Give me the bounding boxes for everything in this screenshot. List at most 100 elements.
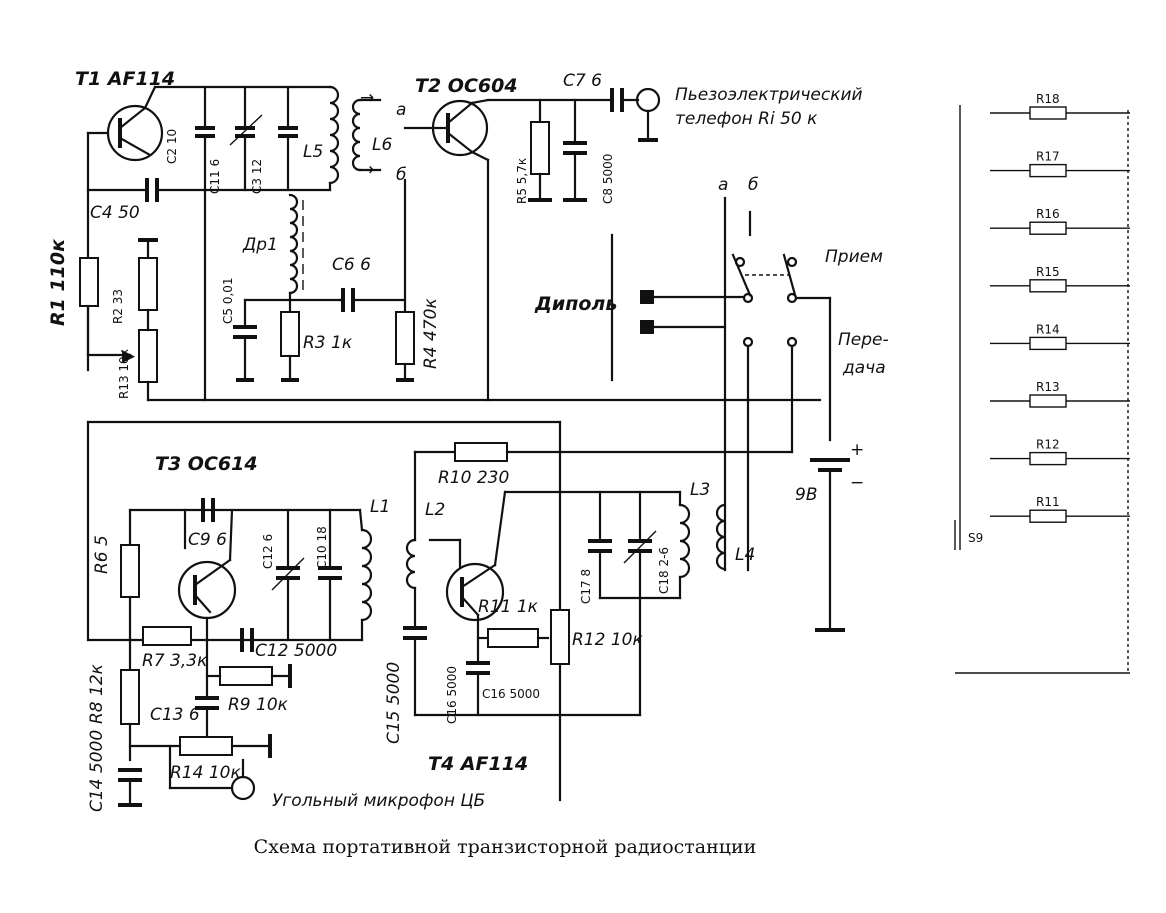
l6-b-label: б (396, 165, 406, 185)
r11-label: R11 1к (478, 597, 539, 617)
switch-section: a б Прием Пере- дача Диполь + − 9В (534, 175, 889, 632)
t3-label: T3 OC614 (155, 453, 258, 475)
r6-label: R6 5 (92, 535, 112, 574)
microphone-icon (230, 775, 256, 801)
svg-text:→: → (360, 88, 374, 108)
c11-label: C11 6 (208, 159, 222, 194)
dipole-label: Диполь (534, 293, 617, 315)
t1-label: T1 AF114 (75, 68, 175, 90)
ladder-resistor-label: R12 (1036, 438, 1060, 452)
r8-resistor (120, 669, 140, 725)
r11-resistor (487, 628, 539, 648)
l6-label: L6 (372, 135, 392, 155)
r9-resistor (219, 666, 273, 686)
c12-label: C12 5000 (255, 641, 337, 661)
transistor-t1-symbol (106, 104, 164, 162)
r10-label: R10 230 (438, 468, 509, 488)
ladder-resistor (1029, 509, 1067, 523)
r8-label: R8 12к (87, 663, 107, 724)
ladder-resistor (1029, 336, 1067, 351)
c18-label: C18 2-6 (657, 547, 671, 594)
r7-resistor (142, 626, 192, 646)
ladder-resistor-label: R13 (1036, 380, 1060, 394)
c8-label: C8 5000 (601, 154, 615, 204)
c13-label: C13 6 (150, 705, 200, 725)
tx-label-1: Пере- (838, 330, 889, 350)
t4-label: T4 AF114 (428, 753, 528, 775)
r1-label: R1 110к (47, 238, 69, 326)
r5-resistor (530, 121, 550, 175)
c15-label: C15 5000 (384, 662, 404, 744)
r4-resistor (395, 311, 415, 365)
ladder-resistor (1029, 451, 1067, 466)
r1-resistor (79, 257, 99, 307)
ladder-resistor-label: R16 (1036, 207, 1060, 221)
battery-label: 9В (795, 485, 817, 505)
c16-label-b: C16 5000 (482, 687, 540, 701)
ladder-resistor (1029, 163, 1067, 178)
battery-minus: − (850, 473, 864, 493)
l5-label: L5 (303, 142, 323, 162)
t3-stage: T3 OC614 R6 5 C9 6 C12 6 C10 18 L1 R (86, 420, 562, 812)
t2-stage: T2 OC604 R5 5,7к C8 5000 C7 6 Пьезоэлект… (403, 71, 863, 402)
r12-resistor (550, 609, 570, 665)
r13-label: R13 10к (117, 349, 131, 399)
r6-resistor (120, 544, 140, 598)
phone-label-2: телефон Ri 50 к (675, 109, 818, 129)
l1-label: L1 (370, 497, 390, 517)
r14-label: R14 10к (170, 763, 241, 783)
l3-label: L3 (690, 480, 710, 500)
ladder-resistor-label: R18 (1036, 92, 1060, 106)
svg-text:→: → (360, 160, 374, 180)
diagram-caption: Схема портативной транзисторной радиоста… (253, 836, 757, 858)
t2-label: T2 OC604 (415, 75, 518, 97)
battery-plus: + (850, 440, 864, 460)
phone-label: Пьезоэлектрический (675, 85, 863, 105)
ladder-resistor (1029, 279, 1067, 293)
switch-a-label: a (718, 175, 728, 195)
c14-label: C14 5000 (87, 730, 107, 812)
ladder-resistor-label: R17 (1036, 150, 1060, 164)
mic-label: Угольный микрофон ЦБ (272, 791, 485, 811)
l2-label: L2 (425, 500, 445, 520)
r12-label: R12 10к (572, 630, 643, 650)
r10-resistor (454, 442, 508, 462)
c16-label-a: C16 5000 (445, 666, 459, 724)
svg-text:▶: ▶ (122, 346, 136, 366)
tx-label-2: дача (842, 358, 886, 378)
ladder-resistor (1029, 394, 1067, 408)
r13-resistor (138, 329, 158, 383)
ladder-resistor (1029, 221, 1067, 235)
c4-label: C4 50 (90, 203, 140, 223)
c3-label: C3 12 (250, 159, 264, 194)
phone-icon (635, 87, 661, 113)
r2-resistor (138, 257, 158, 311)
c17-label: C17 8 (579, 569, 593, 604)
ladder-resistor (1029, 106, 1067, 120)
dr1-label: Др1 (242, 235, 278, 255)
l4-label: L4 (735, 545, 755, 565)
c11-label-2: C12 6 (261, 534, 275, 569)
switch-s9-label: S9 (968, 531, 983, 545)
t1-stage: T1 AF114 → → a б L6 L5 C2 10 C11 6 (47, 68, 822, 402)
ladder-resistor-label: R15 (1036, 265, 1060, 279)
c7-label: C7 6 (563, 71, 602, 91)
c6-label: C6 6 (332, 255, 371, 275)
r2-label: R2 33 (111, 289, 125, 324)
transistor-t4-symbol (445, 562, 505, 622)
rx-label: Прием (825, 247, 883, 267)
switch-b-label: б (748, 175, 758, 195)
t4-stage: R10 230 L2 C15 5000 R11 1к C16 5000 C16 … (384, 442, 710, 775)
c5-label: C5 0,01 (221, 277, 235, 324)
r9-label: R9 10к (228, 695, 289, 715)
ladder-resistor-label: R14 (1036, 322, 1060, 336)
l6-a-label: a (396, 100, 406, 120)
r5-label: R5 5,7к (515, 158, 529, 204)
ladder-resistor-label: R11 (1036, 495, 1060, 509)
r7-label: R7 3,3к (142, 651, 208, 671)
r3-resistor (280, 311, 300, 357)
c9-label: C9 6 (188, 530, 227, 550)
c2-label: C2 10 (165, 129, 179, 164)
